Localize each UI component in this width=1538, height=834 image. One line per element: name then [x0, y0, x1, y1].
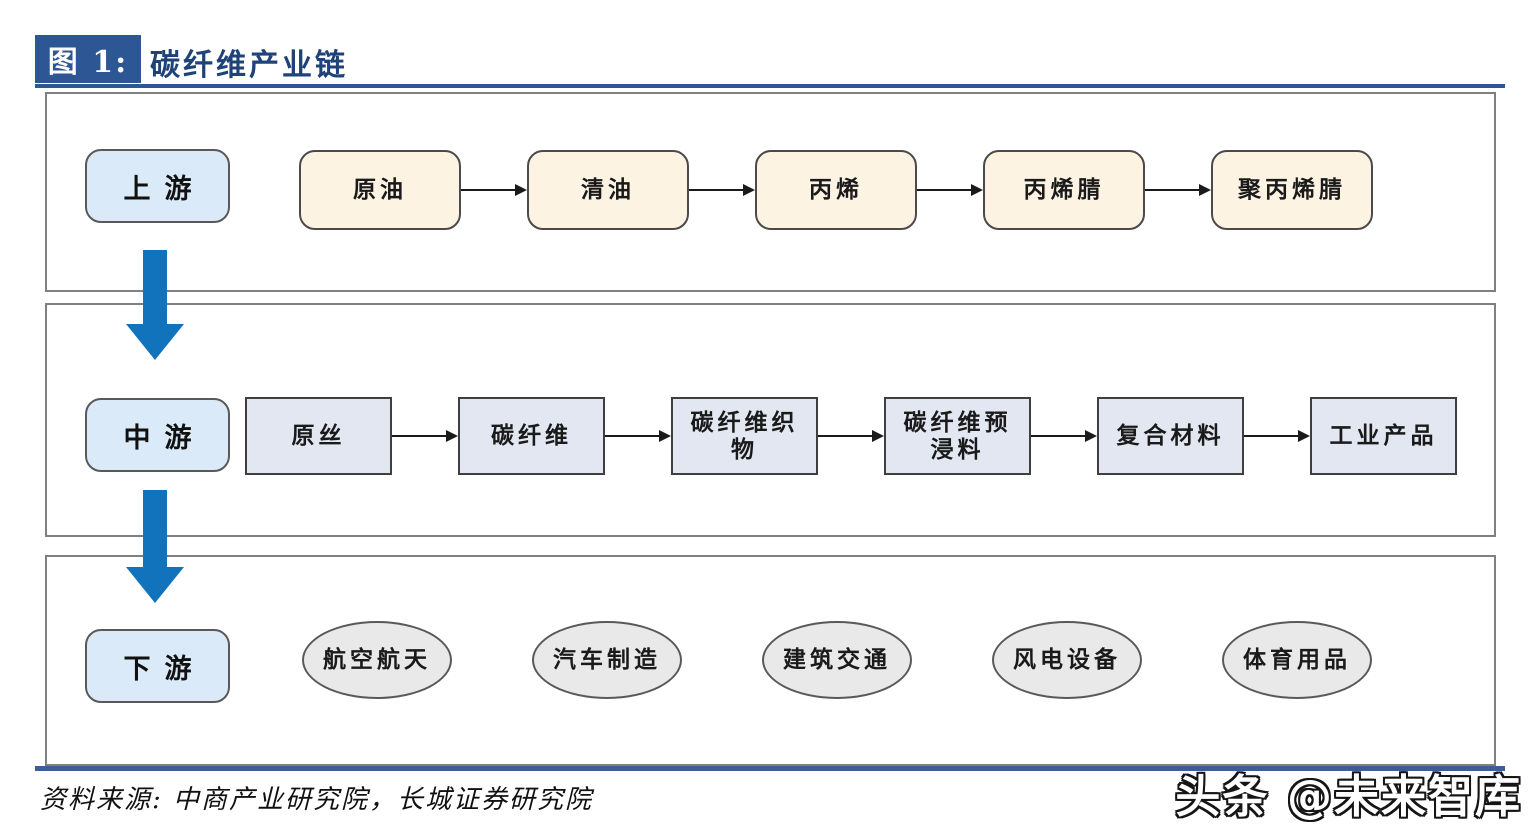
footer-divider: [35, 766, 1505, 771]
node-construction-transport: 建筑交通: [762, 621, 912, 699]
midstream-panel: 中游 原丝 碳纤维 碳纤维织物 碳纤维预浸料 复合材料 工业产品: [45, 303, 1496, 537]
node-aerospace: 航空航天: [302, 621, 452, 699]
flow-arrow-icon: [1145, 151, 1211, 229]
flow-arrow-icon: [605, 397, 671, 475]
flow-arrow-icon: [818, 397, 884, 475]
downward-arrow-icon: [126, 490, 184, 603]
source-note: 资料来源: 中商产业研究院，长城证券研究院: [40, 785, 594, 815]
upstream-flow: 原油 清油 丙烯 丙烯腈 聚丙烯腈: [299, 150, 1373, 230]
node-polyacrylonitrile: 聚丙烯腈: [1211, 150, 1373, 230]
node-carbon-fiber-prepreg: 碳纤维预浸料: [884, 397, 1031, 475]
flow-arrow-icon: [917, 151, 983, 229]
node-composite-material: 复合材料: [1097, 397, 1244, 475]
flow-arrow-icon: [689, 151, 755, 229]
stage-label-downstream: 下游: [85, 629, 230, 703]
title-divider: [35, 84, 1505, 88]
node-industrial-product: 工业产品: [1310, 397, 1457, 475]
node-refined-oil: 清油: [527, 150, 689, 230]
figure-number-badge: 图 1:: [35, 35, 141, 83]
upstream-panel: 上游 原油 清油 丙烯 丙烯腈 聚丙烯腈: [45, 92, 1496, 292]
stage-label-midstream: 中游: [85, 398, 230, 472]
downward-arrow-icon: [126, 250, 184, 360]
node-auto-manufacturing: 汽车制造: [532, 621, 682, 699]
flow-arrow-icon: [392, 397, 458, 475]
node-carbon-fiber: 碳纤维: [458, 397, 605, 475]
node-acrylonitrile: 丙烯腈: [983, 150, 1145, 230]
downstream-panel: 下游 航空航天 汽车制造 建筑交通 风电设备 体育用品: [45, 555, 1496, 766]
node-precursor-fiber: 原丝: [245, 397, 392, 475]
node-propylene: 丙烯: [755, 150, 917, 230]
stage-label-upstream: 上游: [85, 149, 230, 223]
figure-title: 碳纤维产业链: [150, 48, 348, 83]
flow-arrow-icon: [461, 151, 527, 229]
downstream-applications: 航空航天 汽车制造 建筑交通 风电设备 体育用品: [302, 621, 1372, 699]
watermark-text: 头条 @未来智库: [1175, 770, 1522, 823]
node-carbon-fiber-fabric: 碳纤维织物: [671, 397, 818, 475]
node-crude-oil: 原油: [299, 150, 461, 230]
node-wind-power-equipment: 风电设备: [992, 621, 1142, 699]
flow-arrow-icon: [1244, 397, 1310, 475]
midstream-flow: 原丝 碳纤维 碳纤维织物 碳纤维预浸料 复合材料 工业产品: [245, 397, 1457, 475]
flow-arrow-icon: [1031, 397, 1097, 475]
node-sporting-goods: 体育用品: [1222, 621, 1372, 699]
